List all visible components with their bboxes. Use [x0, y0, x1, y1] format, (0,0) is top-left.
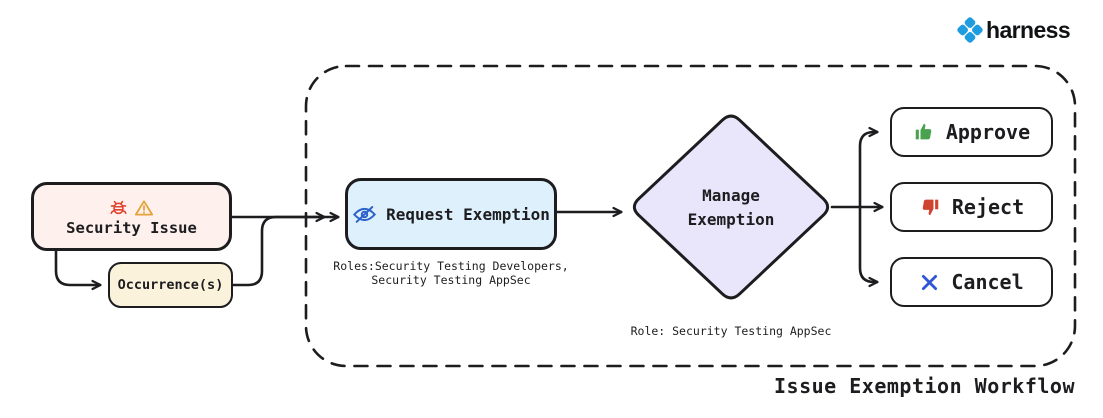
node-approve: Approve [890, 107, 1053, 157]
node-cancel: Cancel [890, 257, 1053, 307]
harness-clover-icon [957, 17, 983, 43]
thumbs-down-icon [922, 199, 939, 216]
node-request-exemption: Request Exemption [345, 178, 557, 250]
arrow-manage-to-cancel [858, 205, 879, 288]
x-icon [922, 274, 938, 290]
manage-exemption-role-note: Role: Security Testing AppSec [630, 324, 832, 338]
workflow-title: Issue Exemption Workflow [774, 374, 1075, 398]
node-reject: Reject [890, 182, 1053, 232]
security-issue-label: Security Issue [66, 218, 197, 237]
cancel-label: Cancel [951, 270, 1024, 294]
warning-icon [134, 199, 154, 215]
node-security-issue: Security Issue [31, 182, 232, 251]
approve-label: Approve [945, 120, 1031, 144]
eye-off-icon [353, 205, 377, 223]
security-issue-icons [109, 199, 154, 217]
arrow-security-to-occurrence [54, 249, 102, 291]
thumbs-up-icon [915, 123, 932, 140]
harness-logo: harness [956, 16, 1071, 44]
brand-name: harness [986, 16, 1071, 43]
manage-exemption-label: Manage Exemption [687, 186, 775, 229]
request-exemption-roles-note: Roles:Security Testing Developers, Secur… [333, 259, 569, 288]
bug-icon [110, 200, 127, 215]
arrow-manage-to-approve [858, 126, 879, 209]
reject-label: Reject [951, 195, 1025, 219]
request-exemption-label: Request Exemption [386, 204, 550, 224]
arrow-occurrence-to-request [231, 211, 326, 287]
node-occurrences: Occurrence(s) [108, 262, 233, 308]
manage-exemption-diamond [632, 114, 830, 300]
occurrences-label: Occurrence(s) [117, 277, 224, 293]
